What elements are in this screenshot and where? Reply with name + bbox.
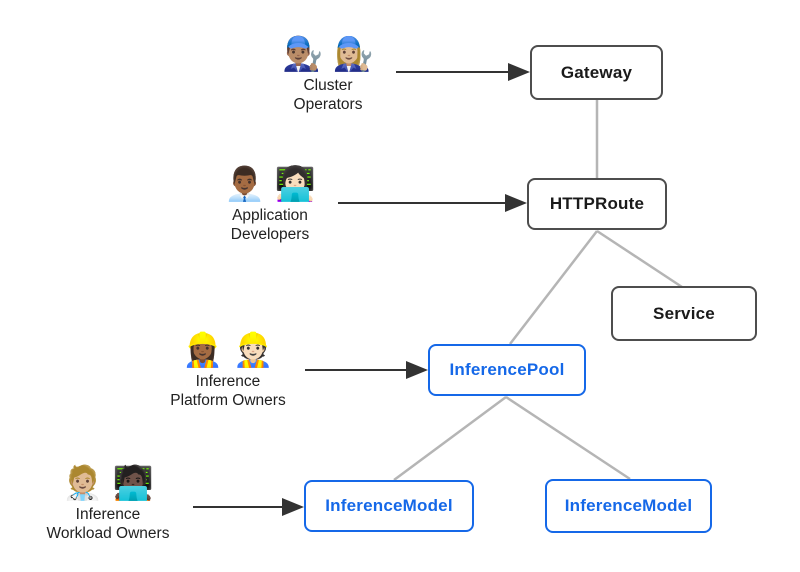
node-inferencemodel-left-label: InferenceModel [325,496,453,515]
construction-workers-emoji-icon: 👷🏾‍♀️ 👷🏻 [182,331,274,368]
edge-inferencepool-model-left [393,395,507,482]
actor-label-line2: Platform Owners [170,392,286,410]
workload-owners-emoji-icon: 🧑🏼‍⚕️ 🧑🏿‍💻 [62,464,154,501]
actor-label-line1: Inference [195,373,261,391]
node-inferencemodel-left: InferenceModel [304,480,474,532]
node-gateway-label: Gateway [560,62,633,82]
actor-label-line2: Operators [293,96,363,114]
actor-inference-workload-owners: 🧑🏼‍⚕️ 🧑🏿‍💻 Inference Workload Owners [13,464,203,544]
node-inferencemodel-right-label: InferenceModel [564,496,693,515]
actor-label-line1: Application [232,207,308,225]
actor-cluster-operators: 👨🏽‍🔧 👩🏼‍🔧 Cluster Operators [233,35,423,115]
actor-label: Inference Workload Owners [13,506,203,544]
edge-httproute-service [596,229,683,289]
edge-inferencepool-model-right [505,395,631,481]
actor-label-line1: Inference [75,506,141,524]
actor-label-line2: Workload Owners [46,525,170,543]
edge-httproute-inferencepool [509,230,598,345]
node-httproute: HTTPRoute [527,178,667,230]
node-inferencepool: InferencePool [428,344,586,396]
developers-emoji-icon: 👨🏾‍💼 👩🏻‍💻 [224,165,316,202]
node-gateway: Gateway [530,45,663,100]
actor-inference-platform-owners: 👷🏾‍♀️ 👷🏻 Inference Platform Owners [133,331,323,411]
node-service-label: Service [653,303,715,323]
mechanics-emoji-icon: 👨🏽‍🔧 👩🏼‍🔧 [282,35,374,72]
node-httproute-label: HTTPRoute [549,194,645,213]
node-inferencemodel-right: InferenceModel [545,479,712,533]
node-service: Service [611,286,757,341]
actor-label-line2: Developers [230,226,310,244]
actor-label: Cluster Operators [233,77,423,115]
actor-label-line1: Cluster [303,77,353,95]
node-inferencepool-label: InferencePool [449,360,565,379]
actor-label: Inference Platform Owners [133,373,323,411]
actor-label: Application Developers [175,207,365,245]
actor-application-developers: 👨🏾‍💼 👩🏻‍💻 Application Developers [175,165,365,245]
